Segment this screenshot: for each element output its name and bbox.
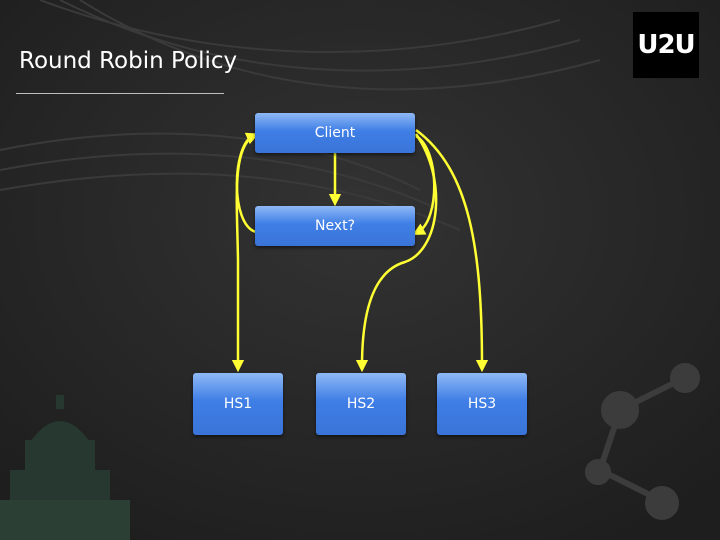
hs3-node: HS3 — [437, 373, 527, 435]
hs1-node: HS1 — [193, 373, 283, 435]
u2u-logo: U2U — [633, 12, 699, 78]
hs2-node: HS2 — [316, 373, 406, 435]
slide-title: Round Robin Policy — [19, 48, 238, 74]
title-underline — [16, 93, 224, 94]
next-decision-node: Next? — [255, 206, 415, 246]
client-node: Client — [255, 113, 415, 153]
